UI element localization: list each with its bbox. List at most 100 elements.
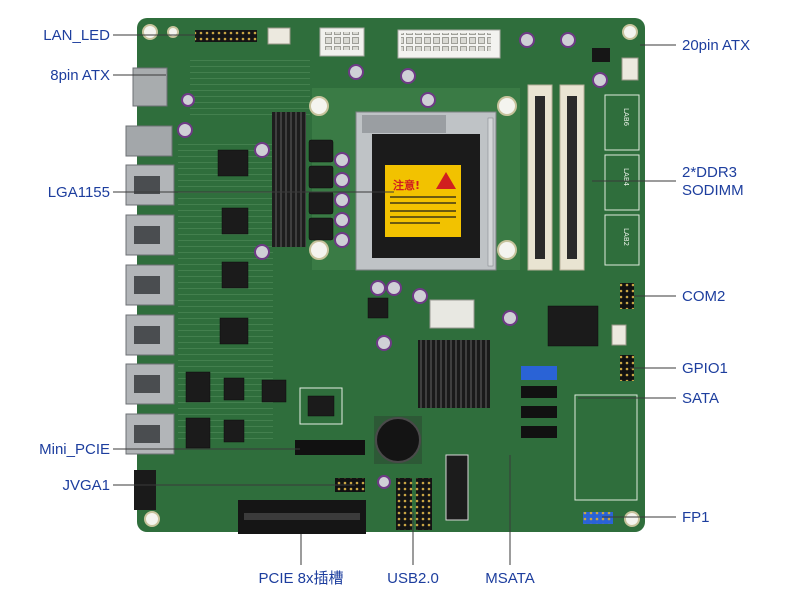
label-fp1: FP1: [682, 509, 710, 526]
lan-port-opening: [134, 375, 160, 393]
label-msata: MSATA: [485, 570, 534, 587]
ic-chip: [299, 387, 343, 425]
label-pcie-slot: PCIE 8x插槽: [258, 570, 343, 587]
warning-fine-print: [390, 216, 456, 218]
ic-chips: [185, 149, 599, 449]
warning-text: 注意!: [393, 178, 420, 192]
fan-header: [592, 48, 610, 62]
silkscreen-box: [604, 94, 640, 151]
ic-chip: [307, 395, 335, 417]
capacitor: [181, 93, 195, 107]
pcb-trace-area-right: [574, 394, 638, 501]
label-mini-pcie: Mini_PCIE: [39, 441, 110, 458]
capacitor: [592, 72, 608, 88]
choke: [308, 217, 334, 241]
capacitor: [370, 280, 386, 296]
warning-fine-print: [390, 222, 440, 224]
capacitor: [386, 280, 402, 296]
choke: [308, 165, 334, 189]
silkscreen-box: [604, 214, 640, 266]
lan-port-opening: [134, 326, 160, 344]
fan-connector: [621, 57, 639, 81]
label-com2: COM2: [682, 288, 725, 305]
warning-sticker: 注意!: [385, 165, 461, 237]
capacitor: [334, 152, 350, 168]
capacitor: [400, 68, 416, 84]
mounting-hole: [497, 240, 517, 260]
capacitor: [420, 92, 436, 108]
capacitor: [502, 310, 518, 326]
mounting-hole: [622, 24, 638, 40]
choke: [308, 191, 334, 215]
lan-led-header-pins: [195, 30, 257, 42]
ic-chip: [217, 149, 249, 177]
warning-fine-print: [390, 196, 456, 198]
capacitor: [334, 212, 350, 228]
mounting-hole: [144, 511, 160, 527]
super-io-chip: [547, 305, 599, 347]
label-20pin-atx: 20pin ATX: [682, 37, 750, 54]
vrm-heatsink-fins: [272, 112, 306, 247]
vrm-area: [272, 112, 334, 247]
capacitor: [334, 192, 350, 208]
ic-chip: [367, 297, 389, 319]
sodimm-slot-1-channel: [535, 96, 545, 259]
capacitor: [348, 64, 364, 80]
socket-clip: [362, 115, 446, 133]
ic-chip: [223, 377, 245, 401]
ic-chip: [261, 379, 287, 403]
ic-chip: [219, 317, 249, 345]
capacitor: [334, 232, 350, 248]
capacitors: [177, 32, 608, 489]
lan-port-opening: [134, 425, 160, 443]
sata-port-blue: [521, 366, 557, 380]
fp1-header-pins: [583, 512, 613, 524]
mounting-hole: [142, 24, 158, 40]
mounting-hole: [624, 511, 640, 527]
mounting-hole: [309, 240, 329, 260]
usb-port: [125, 125, 173, 157]
ic-chip: [221, 207, 249, 235]
lan-port-opening: [134, 226, 160, 244]
label-sata: SATA: [682, 390, 719, 407]
capacitor: [254, 142, 270, 158]
ic-chip: [429, 299, 475, 329]
socket-lever: [487, 117, 494, 267]
sata-port: [521, 426, 557, 438]
com2-header-pins: [620, 283, 634, 309]
cpu-socket: 注意!: [355, 111, 497, 271]
warning-triangle-icon: [436, 172, 456, 189]
silk-lab6: LAB6: [622, 108, 630, 127]
capacitor: [334, 172, 350, 188]
ic-chip: [223, 419, 245, 443]
label-gpio1: GPIO1: [682, 360, 728, 377]
atx-8pin-pins: [324, 32, 360, 50]
silkscreen-box: [604, 154, 640, 211]
lan-port-opening: [134, 176, 160, 194]
ic-chip: [185, 371, 211, 403]
pcie-x8-slot-channel: [244, 513, 360, 520]
lan-port-opening: [134, 276, 160, 294]
rear-io: [125, 67, 175, 510]
sata-port: [521, 386, 557, 398]
power-jack: [134, 470, 156, 510]
label-8pin-atx: 8pin ATX: [50, 67, 110, 84]
warning-fine-print: [390, 210, 456, 212]
capacitor: [412, 288, 428, 304]
silk-lab2: LAB2: [622, 228, 630, 246]
capacitor: [254, 244, 270, 260]
label-ddr3-line1: 2*DDR3: [682, 164, 737, 181]
callout-lines: [113, 34, 676, 565]
mounting-hole: [309, 96, 329, 116]
silk-lab4: LAB4: [622, 168, 630, 187]
connector: [611, 324, 627, 346]
capacitor: [519, 32, 535, 48]
chipset-heatsink-fins: [418, 340, 490, 408]
sata-port: [521, 406, 557, 418]
msata-slot: [445, 454, 469, 521]
usb-header-pins: [396, 478, 432, 530]
io-port-top: [132, 67, 168, 107]
ic-chip: [221, 261, 249, 289]
capacitor: [177, 122, 193, 138]
